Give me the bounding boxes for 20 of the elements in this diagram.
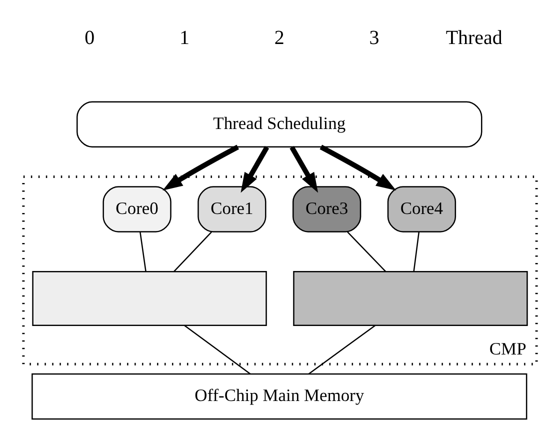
node-box: Core0 xyxy=(102,186,172,232)
arrow xyxy=(320,144,396,190)
connector xyxy=(347,231,386,272)
label: Thread xyxy=(446,26,502,49)
node-box: Thread Scheduling xyxy=(76,100,482,147)
arrow xyxy=(240,146,270,192)
connector xyxy=(174,231,212,272)
connector xyxy=(140,231,146,272)
node-box: Off-Chip Main Memory xyxy=(32,372,528,420)
node-box xyxy=(293,270,528,326)
label: 1 xyxy=(180,26,190,49)
node-box: Core3 xyxy=(292,186,362,232)
label: 2 xyxy=(274,26,284,49)
connector xyxy=(413,231,420,272)
node-box xyxy=(32,270,267,326)
label: 3 xyxy=(369,26,380,49)
arrow xyxy=(290,146,318,192)
label: 0 xyxy=(84,26,95,49)
node-box: Core1 xyxy=(198,186,266,232)
node-box: Core4 xyxy=(387,186,456,232)
